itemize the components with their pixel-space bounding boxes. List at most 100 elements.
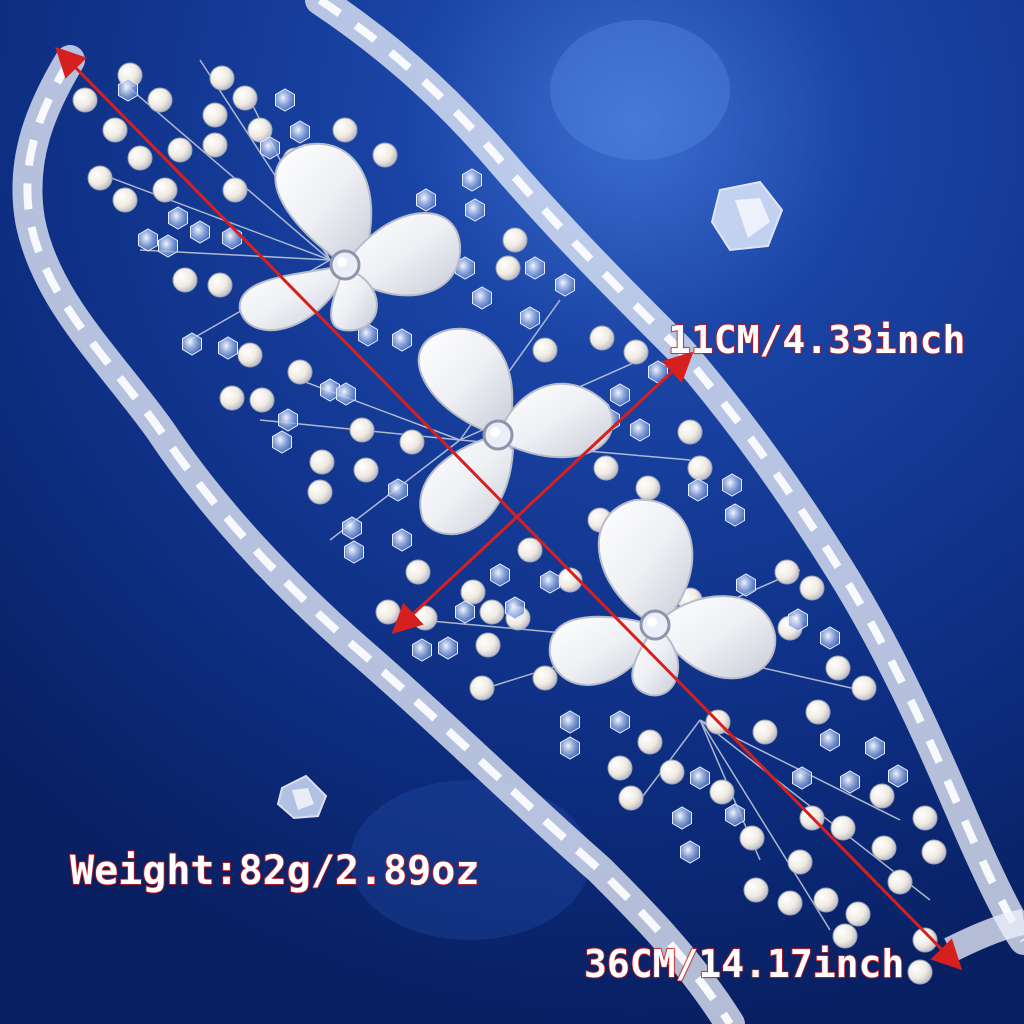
crystal-bead (222, 226, 242, 250)
width-arrow (391, 351, 694, 635)
crystal-bead (438, 636, 458, 660)
pearl (532, 665, 558, 691)
crystal-bead (725, 803, 745, 827)
pearl (353, 457, 379, 483)
crystal-bead (275, 88, 295, 112)
pearl (147, 87, 173, 113)
crystal-bead (672, 806, 692, 830)
pearl (249, 387, 275, 413)
crystal-bead (118, 78, 138, 102)
pearl (127, 145, 153, 171)
crystal-bead (560, 710, 580, 734)
crystal-bead (520, 306, 540, 330)
pearl (469, 675, 495, 701)
pearl (460, 579, 486, 605)
crystal-bead (888, 764, 908, 788)
pearl (921, 839, 947, 865)
crystal-bead (865, 736, 885, 760)
crystal-bead (412, 638, 432, 662)
pearl (871, 835, 897, 861)
pearl (709, 779, 735, 805)
crystal-bead (158, 234, 178, 258)
pearl (87, 165, 113, 191)
crystal-bead (525, 256, 545, 280)
pearl (202, 102, 228, 128)
pearl (207, 272, 233, 298)
crystal-bead (820, 626, 840, 650)
pearl (405, 559, 431, 585)
crystal-bead (392, 328, 412, 352)
crystal-bead (182, 332, 202, 356)
crystal-bead (560, 736, 580, 760)
pearl (399, 429, 425, 455)
pearl (372, 142, 398, 168)
crystal-bead (820, 728, 840, 752)
pearl (887, 869, 913, 895)
pearl (332, 117, 358, 143)
crystal-bead (840, 770, 860, 794)
pearl (805, 699, 831, 725)
pearl (618, 785, 644, 811)
pearl (593, 455, 619, 481)
pearl (799, 575, 825, 601)
pearl (635, 475, 661, 501)
rhinestone-sparkle (647, 617, 657, 627)
crystal-bead (490, 563, 510, 587)
pearl (287, 359, 313, 385)
pearl (307, 479, 333, 505)
pearl (637, 729, 663, 755)
background-highlight (550, 20, 730, 160)
pearl (349, 417, 375, 443)
crystal-bead (392, 528, 412, 552)
crystal-bead (138, 228, 158, 252)
crystal-bead (168, 206, 188, 230)
crystal-bead (725, 503, 745, 527)
pearl (623, 339, 649, 365)
pearl (777, 890, 803, 916)
pearl (739, 825, 765, 851)
crystal-bead (278, 408, 298, 432)
pearl (752, 719, 778, 745)
pearl (479, 599, 505, 625)
pearl (813, 887, 839, 913)
pearl (495, 255, 521, 281)
pearl (787, 849, 813, 875)
crystal-bead (344, 540, 364, 564)
crystal-bead (610, 383, 630, 407)
width-label: 11CM/4.33inch (667, 317, 966, 363)
pearl (532, 337, 558, 363)
pearl (172, 267, 198, 293)
pearl (72, 87, 98, 113)
pearl (167, 137, 193, 163)
rhinestone-sparkle (337, 257, 347, 267)
crystal-bead (455, 600, 475, 624)
pearl (912, 805, 938, 831)
pearl (607, 755, 633, 781)
rhinestone-sparkle (490, 427, 500, 437)
pearl (309, 449, 335, 475)
weight-label: Weight:82g/2.89oz (69, 847, 480, 895)
crystal-bead (788, 608, 808, 632)
crystal-bead (342, 516, 362, 540)
crystal-bead (465, 198, 485, 222)
crystal-bead (688, 478, 708, 502)
crystal-bead (540, 570, 560, 594)
length-label: 36CM/14.17inch (583, 941, 905, 987)
pearl (825, 655, 851, 681)
crystal-bead (505, 596, 525, 620)
pearl (502, 227, 528, 253)
pearl (774, 559, 800, 585)
crystal-bead (610, 710, 630, 734)
pearl (475, 632, 501, 658)
pearl (375, 599, 401, 625)
pearl (219, 385, 245, 411)
crystal-bead (690, 766, 710, 790)
pearl (743, 877, 769, 903)
crystal-bead (555, 273, 575, 297)
pearl (112, 187, 138, 213)
pearl (237, 342, 263, 368)
crystal-bead (336, 382, 356, 406)
pearl (209, 65, 235, 91)
crystal-bead (680, 840, 700, 864)
crystal-bead (190, 220, 210, 244)
